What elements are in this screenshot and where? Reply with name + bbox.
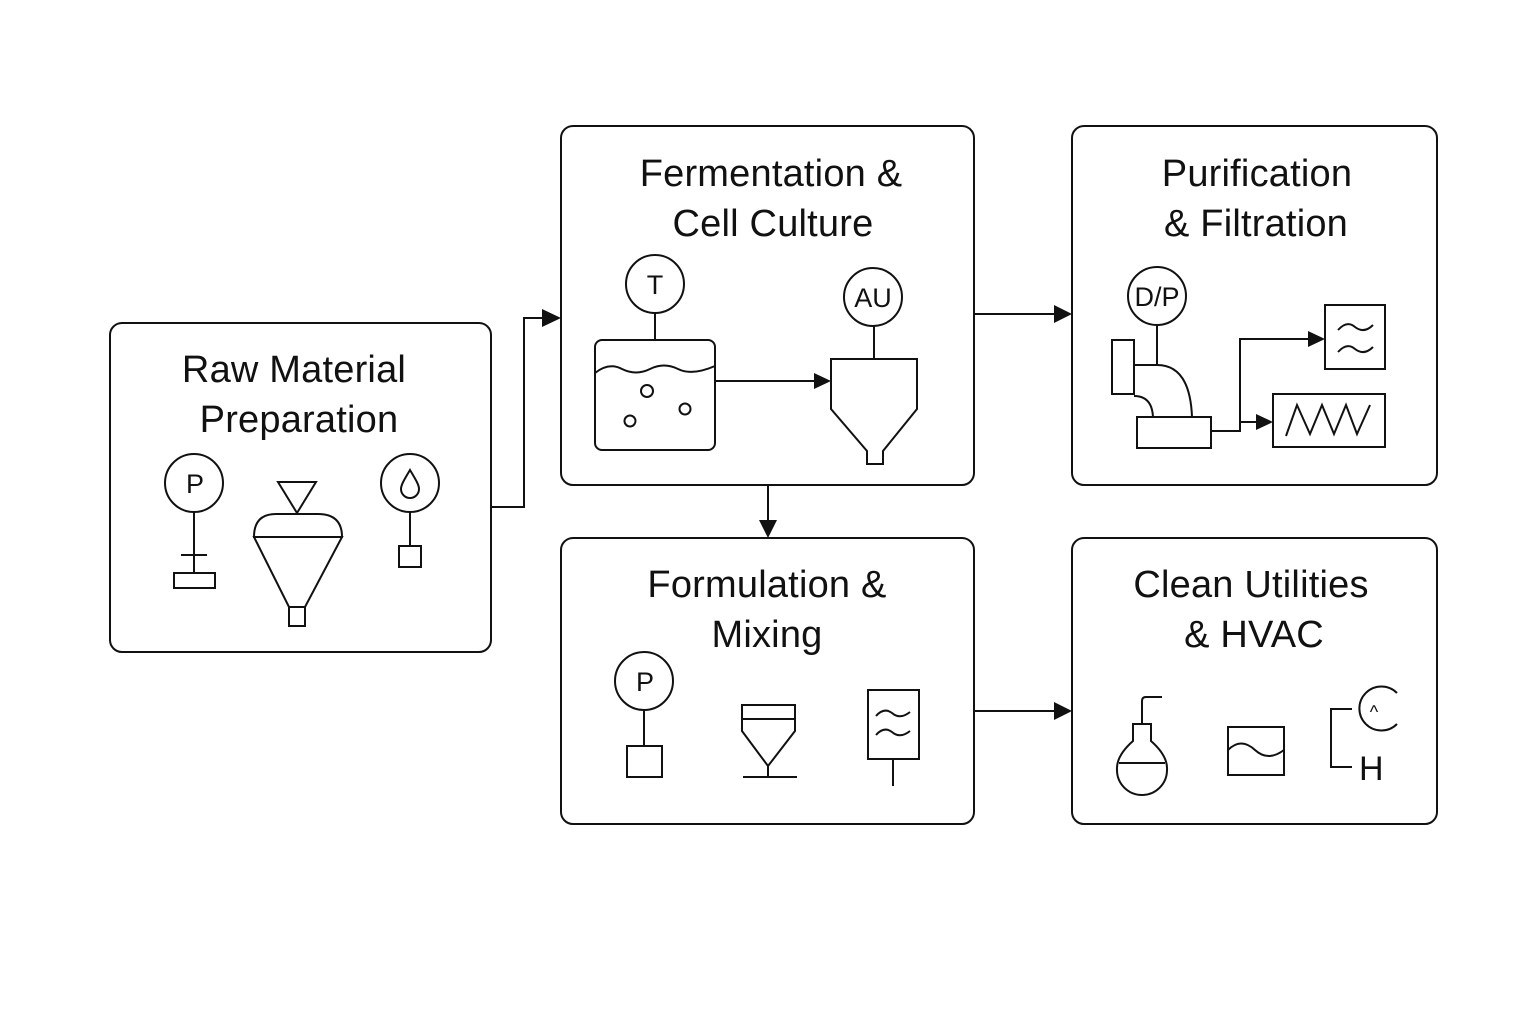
instrument-label: P [636,667,654,697]
instrument-label: T [647,270,664,300]
block-formulation-mixing[interactable]: Formulation & Mixing P [560,537,975,825]
connector-formulation-to-utilities [974,702,1072,720]
transfer-arrow [715,373,831,389]
heat-exchanger-icon [1272,393,1386,448]
block-raw-material-preparation[interactable]: Raw Material Preparation P [109,322,492,653]
block-purification-filtration[interactable]: Purification & Filtration D/P [1071,125,1438,486]
instrument-label: P [186,469,204,499]
humidity-sensor-icon: ^ H [1330,685,1398,788]
connector-fermentation-to-formulation [759,485,777,538]
connector-raw-to-fermentation [491,309,561,508]
flow-indicator-icon [380,453,440,568]
block-title-line-1: Fermentation & [640,153,903,195]
analyzer-indicator-icon: AU [843,267,903,359]
block-title-line-2: & HVAC [1184,614,1324,656]
flask-icon [1115,696,1169,796]
block-title-line-1: Clean Utilities [1133,564,1368,606]
block-title-line-1: Raw Material [182,349,406,391]
bioreactor-tank-icon [594,339,716,451]
arrowhead [1054,305,1072,323]
filter-wave-icon [1324,304,1386,370]
pressure-indicator-icon: P [614,651,674,778]
filter-wave-stand-icon [867,689,920,786]
block-title-line-1: Formulation & [647,564,886,606]
arrowhead [542,309,561,327]
block-title-line-2: & Filtration [1164,203,1348,245]
arrowhead [1308,331,1325,347]
temperature-indicator-icon: T [625,254,685,340]
humidity-label: H [1359,750,1384,788]
block-title-line-1: Purification [1162,153,1352,195]
drop-icon [399,468,421,499]
signal-wave-box-icon [1227,726,1285,776]
block-title-line-2: Preparation [200,399,399,441]
arrowhead [1256,414,1273,430]
connector-fermentation-to-purification [974,305,1072,323]
differential-pressure-indicator-icon: D/P [1127,266,1187,365]
hopper-funnel-icon [252,481,344,627]
block-fermentation-cell-culture[interactable]: Fermentation & Cell Culture T AU [560,125,975,486]
split-flow-lines [1211,331,1325,432]
block-title-line-2: Mixing [711,614,822,656]
arrowhead [1054,702,1072,720]
arrowhead [814,373,831,389]
instrument-label: D/P [1134,282,1179,312]
caret-symbol: ^ [1370,702,1379,722]
arrowhead [759,520,777,538]
pump-elbow-icon [1111,339,1212,449]
instrument-label: AU [854,283,892,313]
mixing-hopper-icon [741,704,797,778]
block-title-line-2: Cell Culture [673,203,874,245]
conical-vessel-icon [830,358,918,465]
block-clean-utilities-hvac[interactable]: Clean Utilities & HVAC ^ H [1071,537,1438,825]
pressure-indicator-icon: P [164,453,224,589]
